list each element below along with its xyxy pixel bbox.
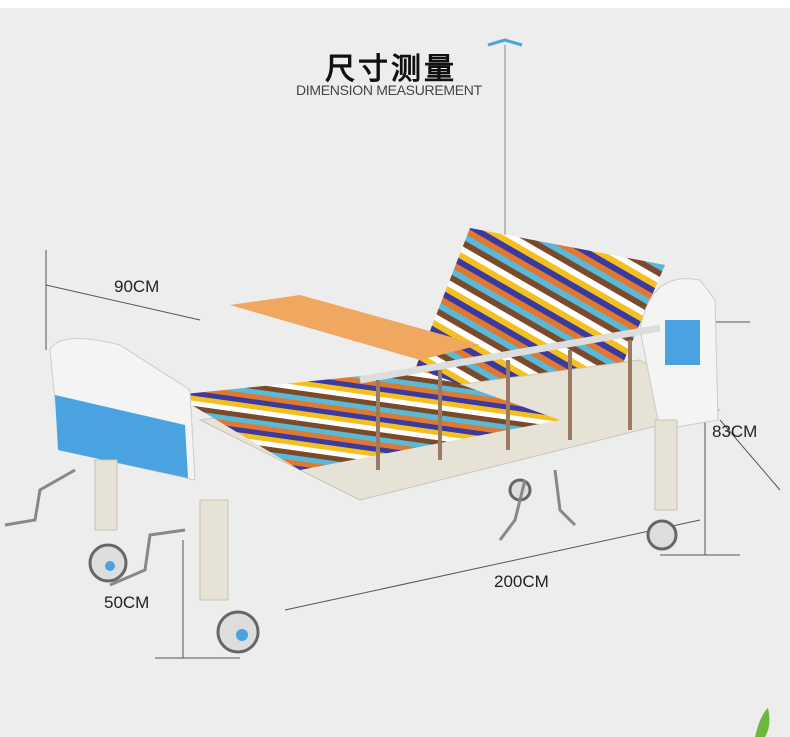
bed-height-label: 50CM <box>104 593 150 612</box>
page-title: 尺寸测量 <box>325 52 457 87</box>
width-label: 90CM <box>114 277 160 296</box>
height-label: 83CM <box>712 422 758 441</box>
page-subtitle: DIMENSION MEASUREMENT <box>296 82 482 98</box>
top-band <box>0 0 790 8</box>
length-label: 200CM <box>494 572 549 591</box>
dimension-lines <box>45 250 781 659</box>
